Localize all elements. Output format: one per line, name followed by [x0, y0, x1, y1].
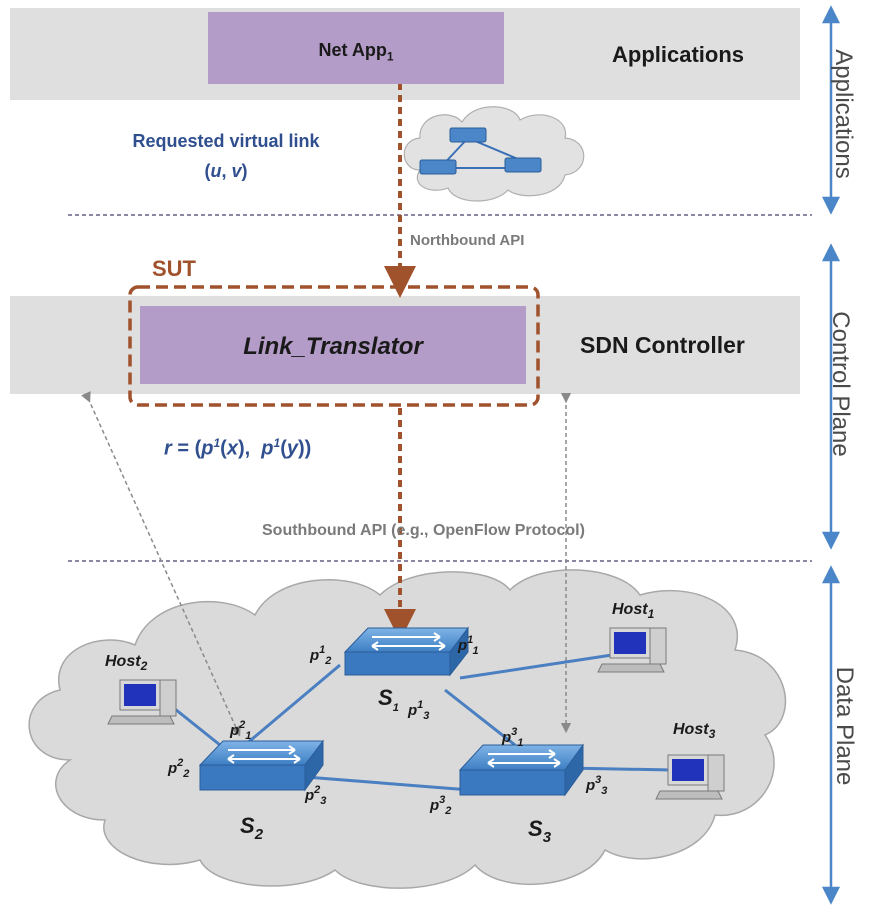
route-y: y: [286, 437, 298, 460]
switch-s3: [458, 743, 584, 797]
port-p1-2: p12: [309, 644, 331, 667]
port-p2-1: p21: [229, 719, 251, 742]
port-p1-3: p13: [407, 699, 429, 722]
sdn-controller-label: SDN Controller: [580, 332, 745, 358]
route-sup1: 1: [213, 436, 221, 450]
data-plane-span-arrow: [821, 565, 841, 905]
northbound-api-label: Northbound API: [410, 232, 525, 249]
port-p3-1: p31: [501, 726, 523, 749]
net-app-sub: 1: [386, 49, 394, 64]
port-p1-1: p11: [457, 634, 479, 657]
link-s1-s2: [244, 663, 341, 747]
link-s2-host2: [169, 703, 221, 747]
switch-s1: [343, 626, 469, 677]
host2-label: Host2: [105, 653, 148, 673]
switch-s2: [198, 739, 324, 792]
host2-computer: [107, 679, 177, 725]
requested-link-label: Requested virtual link (u, v): [106, 126, 346, 186]
host1-label: Host1: [612, 601, 655, 621]
side-label-control-plane: Control Plane: [827, 311, 854, 457]
control-plane-span-arrow: [821, 243, 841, 550]
sut-label: SUT: [152, 256, 196, 281]
switch-s3-label: S3: [528, 816, 552, 846]
side-label-applications: Applications: [830, 49, 857, 179]
route-formula: r = (p1(x), p1(y)): [164, 436, 312, 460]
net-app-box: [208, 12, 504, 84]
host1-computer: [597, 627, 667, 673]
net-app-name: Net App: [318, 40, 387, 60]
link-s1-host1: [459, 653, 613, 680]
requested-link-line1: Requested virtual link: [132, 131, 320, 151]
data-plane-cloud: [28, 569, 787, 889]
sut-boundary: [128, 285, 540, 407]
requested-link-pair: (u, v): [204, 161, 248, 181]
switch-s2-label: S2: [240, 813, 264, 843]
applications-layer-label: Applications: [612, 42, 745, 67]
applications-span-arrow: [821, 5, 841, 215]
route-p2: p: [261, 437, 274, 460]
side-label-data-plane: Data Plane: [831, 666, 858, 786]
route-r: r: [164, 437, 172, 460]
port-p2-3: p23: [304, 784, 326, 807]
port-p2-2: p22: [167, 757, 189, 780]
net-app-label: Net App1: [208, 40, 504, 64]
requested-link-u: u: [210, 161, 222, 181]
host3-label: Host3: [673, 721, 716, 741]
control-to-s2-arrow: [81, 391, 241, 737]
port-p3-3: p33: [585, 774, 607, 797]
southbound-api-label: Southbound API (e.g., OpenFlow Protocol): [262, 522, 585, 539]
virtual-network-cloud: [403, 106, 585, 202]
link-translator-box: [140, 306, 526, 384]
port-p3-2: p32: [429, 794, 451, 817]
route-sup2: 1: [273, 436, 281, 450]
link-translator-label: Link_Translator: [243, 333, 423, 360]
route-p1: p: [201, 437, 214, 460]
switch-s1-label: S1: [378, 685, 399, 714]
port-labels: p11 p12 p13 p21 p22 p23 p31 p32 p33: [167, 634, 607, 817]
host3-computer: [655, 754, 725, 800]
link-s1-s3: [444, 688, 516, 747]
requested-link-v: v: [231, 161, 242, 181]
route-x: x: [226, 437, 238, 460]
